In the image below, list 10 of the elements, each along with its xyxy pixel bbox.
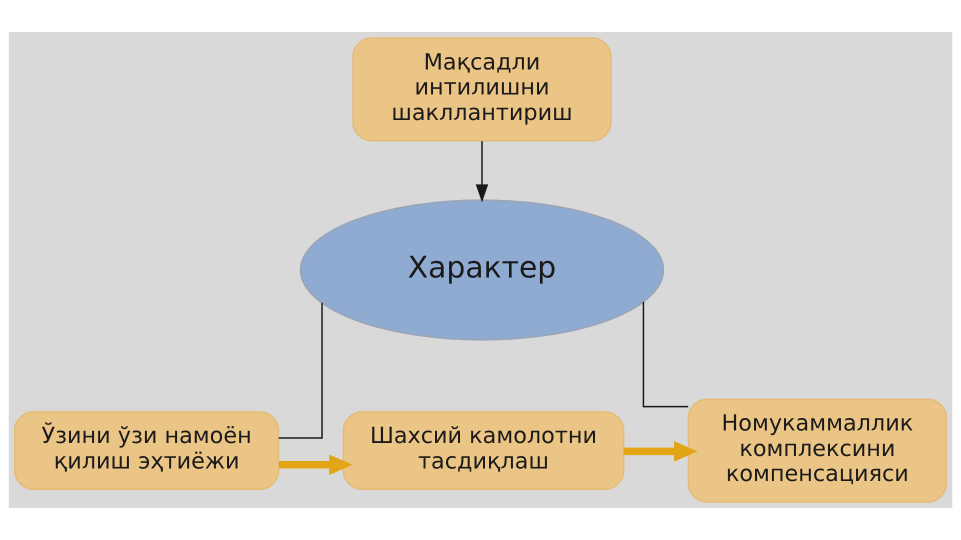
node-box: Шахсий камолотни тасдиқлаш <box>342 411 624 490</box>
connector <box>278 302 323 439</box>
node-ellipse: Характер <box>300 199 664 341</box>
node-box: Мақсадли интилишни шакллантириш <box>352 37 612 142</box>
arrow <box>476 141 488 202</box>
arrow <box>278 454 353 476</box>
connector <box>642 302 688 408</box>
node-box: Ўзини ўзи намоён қилиш эҳтиёжи <box>14 411 280 490</box>
arrow <box>624 441 698 462</box>
node-box: Номукаммаллик комплексини компенсацияси <box>688 398 948 503</box>
